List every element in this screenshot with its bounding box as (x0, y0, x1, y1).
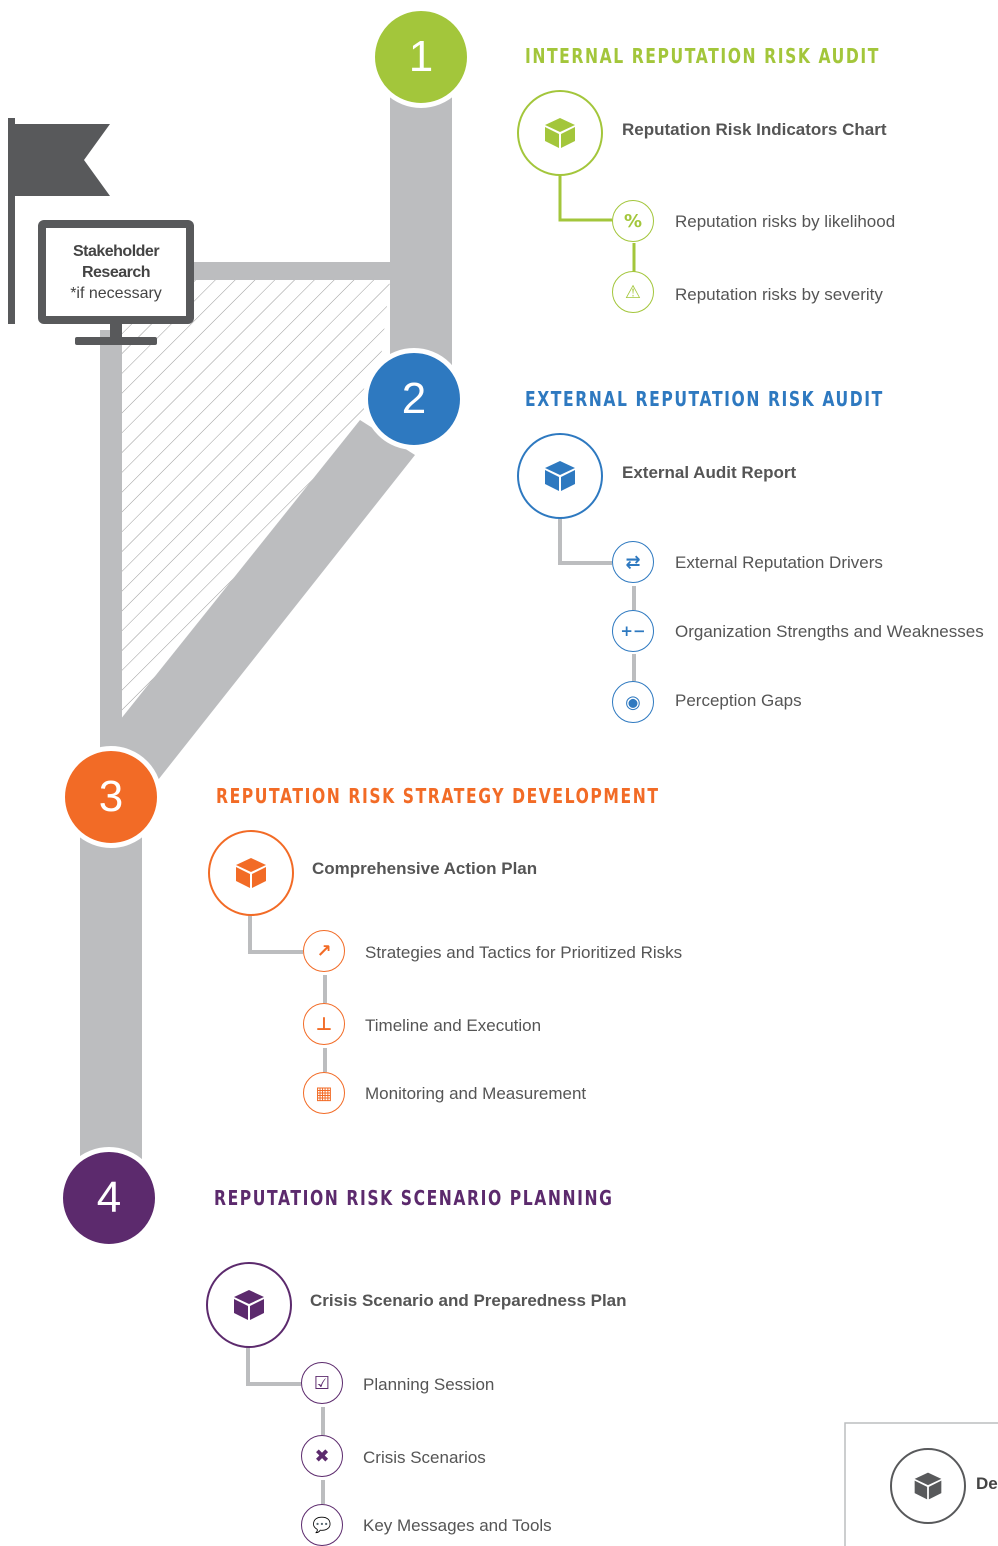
phase-4-title: REPUTATION RISK SCENARIO PLANNING (214, 1186, 614, 1210)
bar-chart-icon: ▦ (303, 1072, 345, 1114)
track-3-4-vertical (80, 800, 142, 1160)
x-mark-icon: ✖ (301, 1435, 343, 1477)
phase-3-main-label: Comprehensive Action Plan (312, 859, 538, 878)
phase-2-main-label: External Audit Report (622, 463, 797, 482)
step-2-circle: 2 (363, 348, 465, 450)
cube-icon (890, 1448, 966, 1524)
exchange-arrows-icon: ⇄ (612, 541, 654, 583)
phase-2-item-3: Perception Gaps (675, 691, 802, 710)
phase-1-title: INTERNAL REPUTATION RISK AUDIT (525, 44, 880, 68)
legend-label: De (976, 1474, 998, 1493)
stakeholder-line2: Research (81, 263, 151, 281)
flag-pole (8, 118, 15, 324)
phase-1-item-1: Reputation risks by likelihood (675, 212, 896, 231)
hatched-region (120, 280, 390, 735)
speech-bubbles-icon: 💬 (301, 1504, 343, 1546)
warning-icon: ⚠ (612, 271, 654, 313)
track-1-vertical (390, 60, 452, 390)
step-4-circle: 4 (58, 1147, 160, 1249)
phase-2-item-1: External Reputation Drivers (675, 553, 883, 572)
connector-phase-3 (248, 913, 327, 1072)
plus-minus-icon: +− (612, 610, 654, 652)
percent-icon: % (612, 200, 654, 242)
cube-icon (208, 830, 294, 916)
phase-4-item-3: Key Messages and Tools (363, 1516, 552, 1535)
stakeholder-monitor: Stakeholder Research *if necessary (38, 220, 194, 324)
step-3-circle: 3 (60, 746, 162, 848)
cube-icon (517, 433, 603, 519)
track-diagonal (100, 420, 415, 780)
stakeholder-note: *if necessary (70, 284, 162, 302)
phase-4-main-label: Crisis Scenario and Preparedness Plan (310, 1291, 627, 1310)
phase-3-title: REPUTATION RISK STRATEGY DEVELOPMENT (216, 784, 660, 808)
track-left-vertical (100, 330, 122, 760)
phase-2-title: EXTERNAL REPUTATION RISK AUDIT (525, 387, 884, 411)
flag (15, 124, 110, 196)
connector-phase-1 (558, 174, 636, 272)
trend-chart-icon: ↗ (303, 930, 345, 972)
phase-3-item-3: Monitoring and Measurement (365, 1084, 587, 1103)
monitor-stand (110, 324, 122, 338)
stakeholder-line1: Stakeholder (72, 242, 160, 260)
monitor-base (75, 337, 157, 345)
stakeholder-screen: Stakeholder Research *if necessary (46, 228, 186, 316)
cube-icon (517, 90, 603, 176)
phase-3-item-2: Timeline and Execution (365, 1016, 542, 1035)
connector-phase-4 (246, 1345, 325, 1504)
cube-icon (206, 1262, 292, 1348)
phase-1-item-2: Reputation risks by severity (675, 285, 883, 304)
phase-1-main-label: Reputation Risk Indicators Chart (622, 120, 887, 139)
hierarchy-icon: ⊥ (303, 1003, 345, 1045)
step-1-circle: 1 (370, 6, 472, 108)
phase-4-item-1: Planning Session (363, 1375, 495, 1394)
eye-icon: ◉ (612, 681, 654, 723)
legend-frame (844, 1422, 998, 1546)
phase-2-item-2: Organization Strengths and Weaknesses (675, 622, 984, 641)
phase-3-item-1: Strategies and Tactics for Prioritized R… (365, 943, 683, 962)
track-horizontal (192, 262, 392, 280)
calendar-icon: ☑ (301, 1362, 343, 1404)
connector-phase-2 (558, 516, 636, 681)
phase-4-item-2: Crisis Scenarios (363, 1448, 486, 1467)
